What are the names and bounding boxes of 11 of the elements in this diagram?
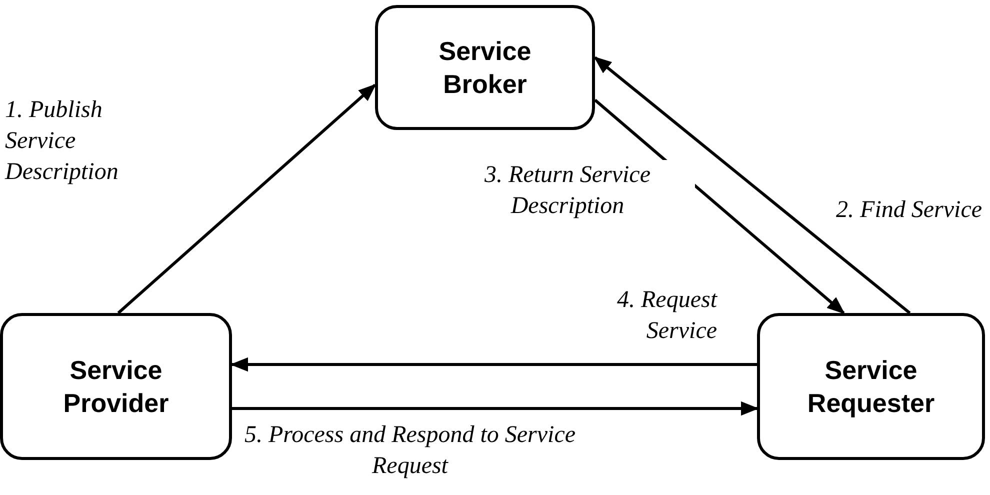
arrow	[594, 56, 911, 314]
process-box	[0, 313, 232, 460]
process-box	[757, 313, 985, 460]
node-label: Service Broker	[438, 35, 532, 100]
node-label: Service Provider	[62, 354, 170, 419]
arrow	[594, 98, 845, 314]
arrow	[117, 84, 376, 314]
node-label: Service Requester	[806, 354, 936, 419]
arrow	[232, 401, 759, 416]
arrow	[230, 357, 757, 372]
process-box	[375, 5, 595, 130]
